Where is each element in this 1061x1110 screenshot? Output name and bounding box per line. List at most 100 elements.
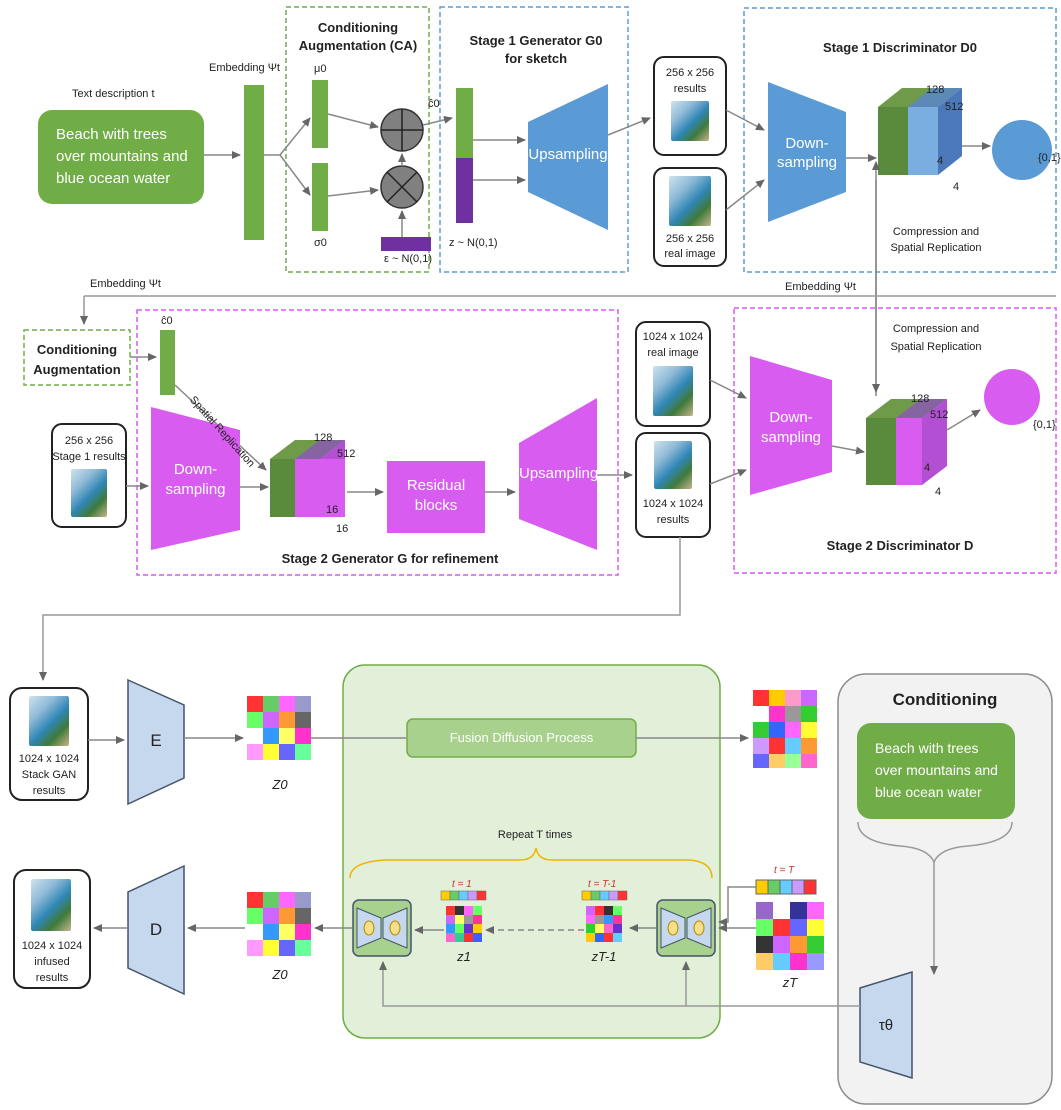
z1-label: z1 (457, 949, 471, 964)
stage1-gen-title-2: for sketch (504, 51, 568, 66)
stage2-dcube-4a: 4 (924, 462, 931, 474)
stage2-upsampling-block (519, 398, 597, 550)
encoder-label: E (150, 731, 162, 750)
z1-grid (446, 906, 482, 942)
stage1-results-label-2: results (673, 83, 707, 95)
stage2-discriminator-box (733, 307, 1057, 574)
epsilon-bar (381, 237, 431, 251)
c0-label: ĉ0 (428, 98, 440, 110)
timestep-strip-2 (581, 890, 628, 901)
stage2-disc-downsampling-2: sampling (760, 429, 822, 446)
stage2-results-image (654, 441, 692, 489)
stage2-cube-128: 128 (314, 432, 333, 444)
mu-bar (312, 80, 328, 148)
stage1-downsampling-block (768, 82, 846, 222)
tau-label: τθ (878, 1017, 894, 1034)
stage1-discriminator-box (743, 7, 1057, 273)
zT-label: zT (782, 975, 798, 990)
stage1-upsampling-label: Upsampling (528, 146, 608, 163)
sigma-label: σ0 (314, 237, 327, 249)
stage2-dcube-512: 512 (930, 409, 949, 421)
residual-blocks (387, 461, 485, 533)
text-description-label: Text description t (72, 88, 155, 100)
z-bar (456, 158, 473, 223)
zT-grid (756, 902, 824, 970)
stage1-disc-cube (878, 88, 962, 175)
stage1-output-node (992, 120, 1052, 180)
stage1-cube-128: 128 (926, 84, 945, 96)
stage1-real-label-2: real image (664, 248, 716, 260)
stage2-c0-bar (160, 330, 175, 395)
stage1-compression-2: Spatial Replication (890, 242, 982, 254)
stage2-input-image (71, 469, 107, 517)
stage1-results-image (671, 101, 709, 141)
ca-title-line-2: Augmentation (CA) (298, 38, 418, 53)
z0-bottom-grid (247, 892, 311, 956)
stage1-cube-4a: 4 (937, 155, 944, 167)
stage2-gen-title: Stage 2 Generator G for refinement (281, 551, 499, 566)
z0-top-grid (247, 696, 311, 760)
text-description-line-3: blue ocean water (56, 170, 171, 187)
stage2-generator-box (136, 309, 619, 576)
unet-block-2 (656, 899, 716, 957)
stage2-cube-16a: 16 (326, 504, 339, 516)
mu-label: μ0 (314, 63, 327, 75)
zT1-label: zT-1 (591, 949, 617, 964)
embedding-label: Embedding Ψt (209, 62, 280, 74)
stage2-disc-cube (866, 399, 947, 485)
stackgan-label-1: 1024 x 1024 (18, 753, 80, 765)
repeat-label: Repeat T times (497, 829, 573, 841)
stage1-results-label-1: 256 x 256 (665, 67, 715, 79)
tT-label: t = T (774, 865, 795, 876)
t1-label: t = 1 (452, 879, 472, 890)
conditioning-text-box (857, 723, 1015, 819)
text-description-line-1: Beach with trees (56, 126, 167, 143)
stage2-real-label-2: real image (647, 347, 699, 359)
c0-bar (456, 88, 473, 158)
stage2-downsampling-1: Down- (173, 461, 218, 478)
z0-bottom-label: Z0 (272, 967, 288, 982)
stage2-results-label-2: results (656, 514, 690, 526)
text-description-box (38, 110, 204, 204)
timestep-strip-1 (440, 890, 487, 901)
stackgan-image (29, 696, 69, 746)
residual-label-1: Residual (406, 477, 466, 494)
stage1-upsampling-block (528, 84, 608, 230)
cond-text-line-3: blue ocean water (875, 784, 982, 800)
stage2-input-label-2: Stage 1 results (52, 451, 126, 463)
stage2-ca-title-1: Conditioning (36, 342, 118, 357)
stage1-compression-1: Compression and (892, 226, 980, 238)
epsilon-label: ε ~ N(0,1) (384, 253, 433, 265)
stage2-disc-title: Stage 2 Discriminator D (826, 538, 974, 553)
cond-text-line-2: over mountains and (875, 762, 998, 778)
stage2-results-label-1: 1024 x 1024 (642, 498, 704, 510)
decoder-label: D (149, 920, 163, 939)
z-label: z ~ N(0,1) (449, 237, 498, 249)
stage2-downsampling-2: sampling (165, 481, 226, 498)
stage1-disc-title: Stage 1 Discriminator D0 (823, 40, 977, 55)
stage2-real-image (653, 366, 693, 416)
sigma-bar (312, 163, 328, 231)
unet-block-1 (352, 899, 412, 957)
repeat-brace (349, 847, 713, 879)
stage2-compression-1: Compression and (892, 323, 980, 335)
stage1-cube-512: 512 (945, 101, 964, 113)
stage2-disc-downsampling-1: Down- (769, 409, 813, 426)
stage2-ca-box (23, 329, 131, 386)
infused-image (31, 879, 71, 931)
output-grid (753, 690, 817, 768)
stage2-cube-16b: 16 (336, 523, 349, 535)
infused-label-2: infused (34, 956, 70, 968)
infused-label-1: 1024 x 1024 (21, 940, 83, 952)
encoder-block (127, 678, 185, 806)
stage1-cube-4b: 4 (953, 181, 960, 193)
z0-top-label: Z0 (272, 777, 288, 792)
stage2-gen-cube (270, 440, 345, 517)
stage2-real-label-1: 1024 x 1024 (642, 331, 704, 343)
diffusion-panel (342, 664, 721, 1039)
stage1-real-image (669, 176, 711, 226)
stackgan-label-3: results (32, 785, 66, 797)
tT1-label: t = T-1 (588, 879, 617, 890)
stage2-dcube-4b: 4 (935, 486, 942, 498)
stage1-real-label-1: 256 x 256 (665, 233, 715, 245)
